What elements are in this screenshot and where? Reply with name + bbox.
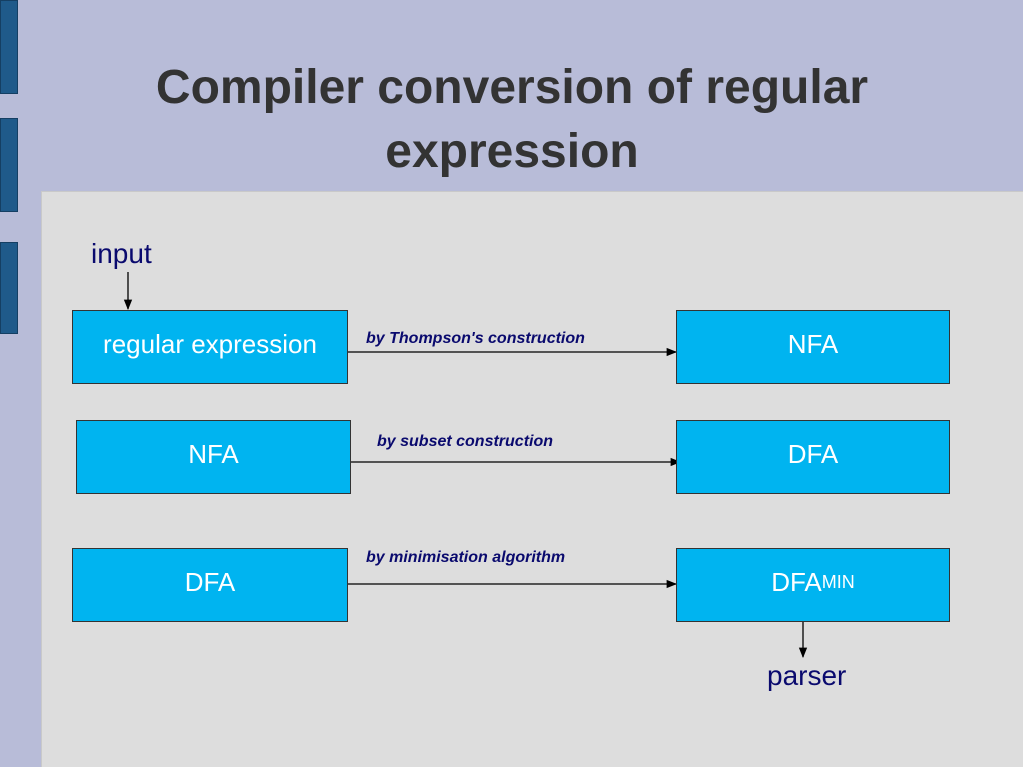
subset-construction-label: by subset construction (377, 433, 554, 450)
slide-title-line-1: Compiler conversion of regular (155, 61, 869, 114)
slide-title-line-2: expression (385, 125, 639, 178)
side-tab-decoration-1 (0, 0, 18, 94)
minimisation-algorithm-label: by minimisation algorithm (366, 549, 566, 566)
regular-expression-box: regular expression (72, 310, 348, 384)
thompson-construction-label: by Thompson's construction (366, 330, 585, 347)
side-tab-decoration-2 (0, 118, 18, 212)
nfa-box-source: NFA (76, 420, 351, 494)
nfa-box-target: NFA (676, 310, 950, 384)
dfa-box-source: DFA (72, 548, 348, 622)
input-label: input (91, 238, 152, 269)
dfa-box-target: DFA (676, 420, 950, 494)
side-tab-decoration-3 (0, 242, 18, 334)
dfa-min-subscript: MIN (821, 571, 855, 592)
slide-title: Compiler conversion of regular expressio… (40, 56, 984, 184)
parser-label: parser (767, 660, 847, 691)
dfa-min-main-text: DFA (771, 566, 822, 597)
